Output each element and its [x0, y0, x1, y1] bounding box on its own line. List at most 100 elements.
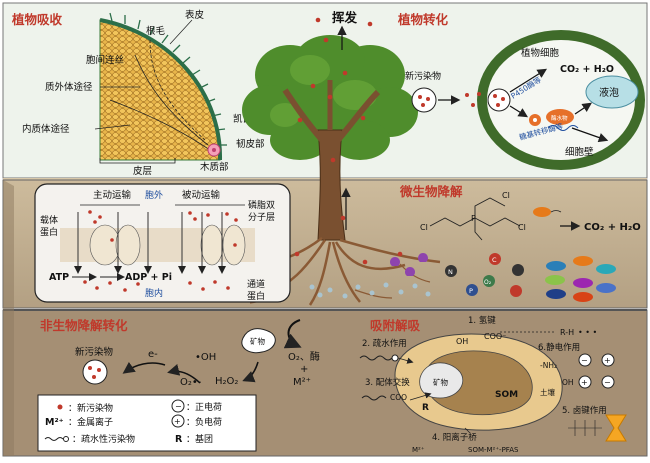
svg-text:+: + [581, 378, 588, 387]
label-cell-wall: 细胞壁 [565, 146, 594, 158]
label-root-hair: 根毛 [146, 25, 166, 37]
label-nh2: -NH₂ [540, 361, 557, 370]
mol-cl-2: Cl [502, 191, 510, 200]
title-plant-transform: 植物转化 [397, 12, 449, 27]
legend-new-pollutant: ：新污染物 [68, 402, 113, 414]
root-epidermis-ring [99, 18, 223, 161]
label-plant-cell: 植物细胞 [521, 47, 560, 59]
legend-metal: ：金属离子 [68, 416, 113, 428]
label-electron: e- [148, 349, 158, 360]
microbe-p: P [469, 287, 473, 295]
label-electrostatic: 6.静电作用 [538, 342, 580, 353]
soil-side [3, 180, 14, 456]
legend-plus-sym: + [174, 417, 181, 426]
microbe-c: C [492, 256, 497, 264]
microbe-n: N [448, 268, 453, 276]
label-active: 主动运输 [93, 189, 132, 201]
label-hal-bond: 5. 卤键作用 [562, 405, 607, 416]
legend-box [37, 394, 257, 452]
label-apoplast: 质外体途径 [45, 81, 93, 93]
label-som: SOM [495, 390, 518, 400]
svg-text:+: + [604, 356, 611, 365]
label-adp: ADP + Pi [125, 272, 172, 283]
label-atp: ATP [49, 272, 69, 283]
label-protein: 蛋白 [40, 226, 58, 238]
label-outside: 胞外 [145, 189, 163, 201]
label-symplast: 内质体途径 [22, 123, 70, 135]
label-passive: 被动运输 [182, 189, 221, 201]
label-hydrophobic-action: 2. 疏水作用 [362, 338, 407, 349]
pollutant-circle [411, 87, 437, 113]
label-bilayer-2: 分子层 [248, 212, 275, 223]
legend-m2: M²⁺ [45, 417, 64, 428]
mineral-blob [241, 328, 276, 354]
title-abiotic: 非生物降解转化 [40, 318, 128, 333]
label-oh-radical: •OH [195, 352, 216, 363]
label-coo-2: COO [390, 393, 407, 402]
label-epidermis: 表皮 [185, 9, 205, 21]
pollutant-circle-abiotic [82, 359, 108, 385]
label-plasmodesmata: 胞间连丝 [86, 54, 124, 66]
label-vacuole: 液泡 [599, 86, 619, 99]
label-m2-abiotic: M²⁺ [293, 377, 311, 388]
label-superoxide: O₂•- [180, 377, 202, 388]
label-new-pollutant-cell: 新污染物 [405, 70, 441, 82]
label-xylem: 木质部 [200, 161, 229, 173]
legend-r: R [175, 434, 183, 445]
label-bilayer-1: 磷脂双 [248, 199, 275, 211]
legend-minus-sym: − [175, 402, 182, 411]
title-volatilize: 挥发 [332, 10, 358, 25]
root-section [99, 12, 227, 164]
legend-positive: ：正电荷 [186, 401, 222, 413]
mol-cl-1: Cl [420, 223, 428, 232]
title-microbial: 微生物降解 [399, 184, 463, 199]
label-r-adsorb: R [422, 403, 429, 413]
hourglass [605, 414, 627, 442]
tree [224, 17, 441, 306]
title-adsorption: 吸附解吸 [370, 318, 421, 333]
legend-negative: ：负电荷 [186, 416, 222, 428]
label-oh-1: OH [456, 337, 468, 346]
label-soil: 土壤 [540, 387, 555, 397]
plant-cell-inner [487, 40, 635, 160]
mol-p: P [471, 214, 476, 223]
label-enzyme-small: 酶水物 [551, 114, 568, 122]
label-m2-adsorb: M²⁺ [412, 446, 425, 454]
label-channel-1: 通道 [247, 278, 265, 290]
label-new-pollutant-abiotic: 新污染物 [75, 346, 114, 358]
title-plant-uptake: 植物吸收 [11, 12, 63, 27]
label-h2o2: H₂O₂ [215, 376, 238, 387]
label-som-pfas: SOM-M²⁺-PFAS [468, 446, 519, 454]
label-dots: • • • [578, 328, 597, 337]
label-co2-cell: CO₂ + H₂O [560, 64, 614, 75]
label-oh-2: OH [562, 378, 574, 387]
label-mineral-abiotic: 矿物 [250, 336, 265, 346]
label-h-bond: 1. 氢键 [468, 315, 496, 326]
legend-pollutant-dot [57, 404, 63, 410]
label-ligand: 3. 配体交换 [365, 377, 410, 388]
label-coo: COO⁻ [484, 332, 506, 341]
microbe-o2: O₂ [484, 279, 492, 286]
label-inside: 胞内 [145, 287, 163, 299]
svg-text:−: − [581, 356, 588, 365]
tcep-molecule [429, 197, 521, 241]
legend-group: ：基团 [186, 433, 213, 445]
microbe-cluster [390, 253, 616, 302]
legend-hydrophobic: ：疏水性污染物 [72, 433, 135, 445]
svg-text:−: − [604, 378, 611, 387]
label-co2-microbe: CO₂ + H₂O [584, 222, 641, 233]
label-carrier: 载体 [40, 214, 58, 226]
mol-cl-3: Cl [518, 223, 526, 232]
enzyme-blob [546, 109, 574, 125]
label-channel-2: 蛋白 [247, 290, 265, 302]
label-endodermis: 韧皮部 [236, 138, 265, 150]
label-o2-enzyme: O₂、酶 [288, 350, 320, 363]
label-rh: R-H [560, 328, 574, 337]
label-plus: + [300, 364, 308, 375]
vacuole [585, 75, 639, 109]
label-cation-bridge: 4. 阳离子桥 [432, 432, 477, 443]
mineral-core [419, 362, 464, 399]
label-cortex: 皮层 [133, 165, 152, 177]
